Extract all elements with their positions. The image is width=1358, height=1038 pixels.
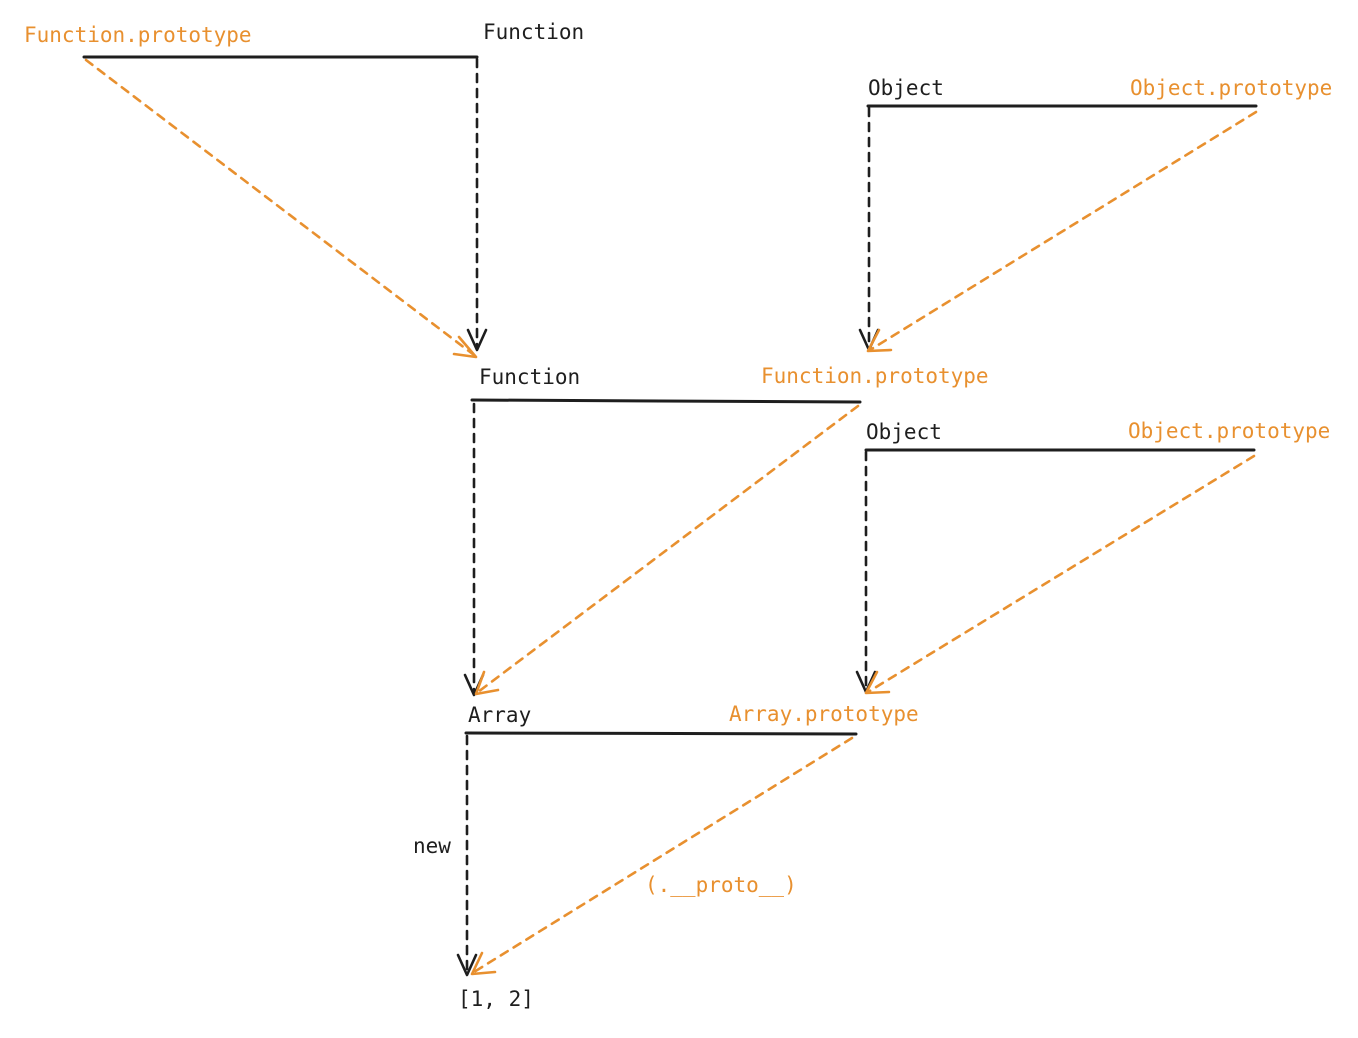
array-new-arrowhead <box>456 953 478 977</box>
function-to-function-arrowhead <box>466 328 488 352</box>
label-object-top: Object <box>868 76 944 100</box>
function-prototype-to-array-arrowhead <box>474 670 500 696</box>
object-prototype-to-function-prototype-arrowhead <box>866 328 893 353</box>
label-object-mid: Object <box>866 420 942 444</box>
label-proto: (.__proto__) <box>645 873 797 897</box>
array-bar <box>464 731 858 736</box>
label-function-mid: Function <box>479 365 580 389</box>
label-array: Array <box>468 703 531 727</box>
object-prototype-to-function-prototype-arrow <box>868 110 1258 352</box>
function-prototype-to-array-arrow <box>476 404 860 694</box>
label-new: new <box>413 834 451 858</box>
label-object-prototype-mid: Object.prototype <box>1128 419 1330 443</box>
object-prototype-to-array-prototype-arrow <box>866 454 1256 694</box>
label-object-prototype-top: Object.prototype <box>1130 76 1332 100</box>
label-instance: [1, 2] <box>458 987 534 1011</box>
array-prototype-to-instance-arrowhead <box>470 951 497 976</box>
array-prototype-to-instance-arrow <box>472 736 854 974</box>
function-bar-mid <box>470 398 862 404</box>
label-array-prototype: Array.prototype <box>729 702 919 726</box>
label-function-prototype-mid: Function.prototype <box>761 364 989 388</box>
label-function-prototype-top: Function.prototype <box>24 23 252 47</box>
function-prototype-to-function-arrow <box>84 58 476 357</box>
function-prototype-to-function-arrowhead <box>452 335 478 359</box>
object-prototype-to-array-prototype-arrowhead <box>864 670 891 695</box>
label-function-top: Function <box>483 20 584 44</box>
